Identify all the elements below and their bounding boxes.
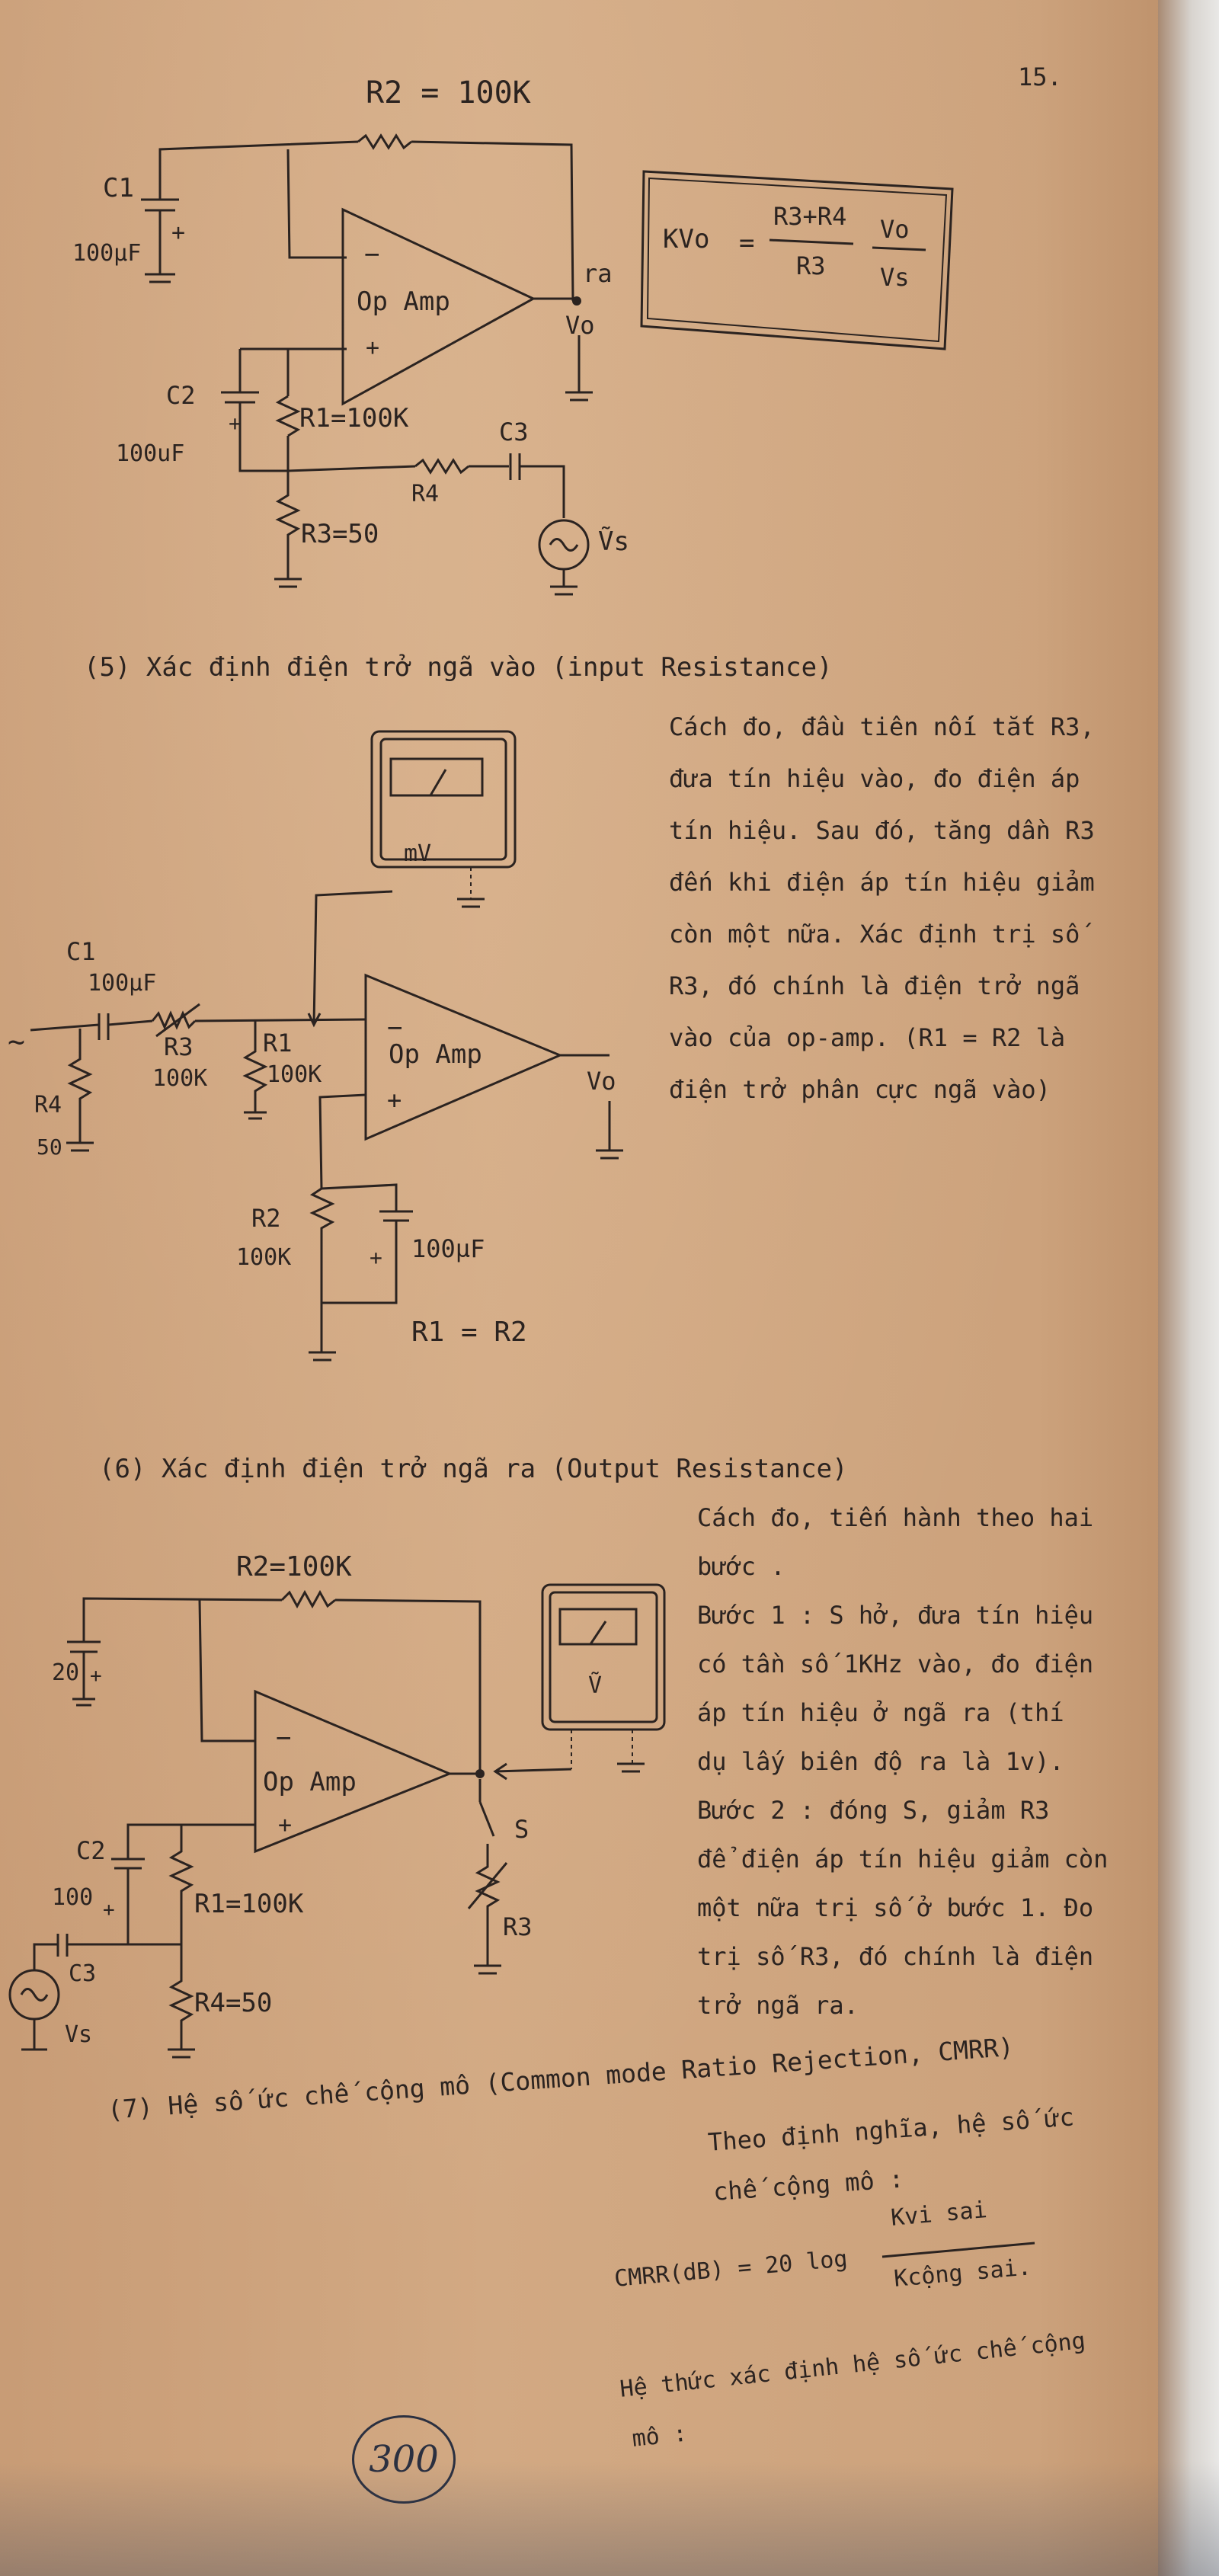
r3-value: 100K: [152, 1065, 207, 1092]
section6-line: có tần số 1KHz vào, đo điện: [697, 1650, 1094, 1678]
section6-body: Cách đo, tiến hành theo hai bước . Bước …: [697, 1493, 1108, 2030]
section5-line: điện trở phân cực ngã vào): [669, 1075, 1051, 1104]
r1-label: R1=100K: [299, 403, 409, 434]
section5-line: đưa tín hiệu vào, đo điện áp: [669, 764, 1080, 793]
meter-label: mV: [404, 840, 431, 867]
vo-label: Vo: [565, 311, 595, 340]
c1-value: 100µF: [88, 970, 156, 997]
r4-label: R4: [34, 1092, 62, 1118]
c2-plus-sign: +: [229, 411, 242, 436]
cap-plus-sign: +: [370, 1245, 382, 1270]
section6-line: Bước 2 : đóng S, giảm R3: [697, 1796, 1050, 1825]
inverting-sign: −: [276, 1723, 291, 1753]
cap-plus-sign: +: [90, 1665, 102, 1688]
vo-label: Vo: [587, 1067, 616, 1096]
r1-value: 100K: [267, 1061, 322, 1088]
section6-line: trị số R3, đó chính là điện: [697, 1942, 1094, 1971]
r4-label: R4=50: [194, 1988, 272, 2018]
cap-value: 100µF: [411, 1234, 485, 1263]
opamp-label: Op Amp: [263, 1767, 357, 1797]
c3-label: C3: [69, 1960, 96, 1987]
r3-label: R3: [503, 1912, 533, 1941]
opamp-label: Op Amp: [357, 286, 450, 317]
cap-value: 20: [52, 1659, 79, 1686]
r3-label: R3: [164, 1032, 194, 1061]
circuit-diagram-3: Ṽ R2=100K 20 + − Op Amp + S R3 C2 100 + …: [8, 1551, 666, 2059]
section6-line: áp tín hiệu ở ngã ra (thí: [697, 1698, 1064, 1727]
section6-line: dụ lấy biên độ ra là 1v).: [697, 1747, 1064, 1776]
equals-sign: =: [739, 228, 754, 258]
c1-plus-sign: +: [171, 219, 185, 246]
section6-line: trở ngã ra.: [697, 1991, 859, 2020]
gain-symbol: KVo: [663, 224, 709, 254]
c2-plus-sign: +: [103, 1899, 115, 1922]
section5-title: (5) Xác định điện trở ngã vào (input Res…: [84, 652, 833, 683]
inverting-sign: −: [387, 1013, 402, 1043]
r4-value: 50: [37, 1134, 62, 1160]
gain-numerator: R3+R4: [773, 202, 846, 231]
switch-label: S: [514, 1815, 529, 1844]
opamp-label: Op Amp: [389, 1039, 482, 1070]
ra-label: ra: [583, 259, 613, 288]
section5-line: đến khi điện áp tín hiệu giảm: [669, 868, 1095, 897]
noninverting-sign: +: [278, 1812, 292, 1838]
noninverting-sign: +: [366, 334, 379, 361]
section5-line: R3, đó chính là điện trở ngã: [669, 971, 1080, 1000]
inverting-sign: −: [364, 239, 379, 270]
section7-line4: mô :: [630, 2420, 689, 2453]
c2-label: C2: [76, 1836, 106, 1865]
section5-line: vào của op-amp. (R1 = R2 là: [669, 1023, 1066, 1052]
section5-line: tín hiệu. Sau đó, tăng dần R3: [669, 816, 1095, 845]
r3-label: R3=50: [301, 519, 379, 549]
section6-line: Cách đo, tiến hành theo hai: [697, 1503, 1094, 1532]
cmrr-fraction-bar: [881, 2242, 1035, 2258]
section5-line: Cách đo, đầu tiên nối tắt R3,: [669, 712, 1095, 741]
r1-label: R1=100K: [194, 1889, 304, 1919]
gain-denominator: R3: [796, 251, 826, 280]
section6-line: một nữa trị số ở bước 1. Đo: [697, 1893, 1094, 1922]
r1-label: R1: [263, 1029, 293, 1058]
c2-label: C2: [166, 381, 196, 410]
bottom-shadow: [0, 2462, 1219, 2576]
vs-label: Vs: [65, 2021, 92, 2048]
section6-line: Bước 1 : S hở, đưa tín hiệu: [697, 1601, 1094, 1630]
page-edge: [1158, 0, 1219, 2576]
circuit-diagram-2: mV ~ C1 100µF R3 100K R1 100K Op Amp − +…: [8, 730, 623, 1362]
section6-title: (6) Xác định điện trở ngã ra (Output Res…: [99, 1454, 848, 1484]
c2-value: 100: [52, 1884, 93, 1911]
r4-label: R4: [411, 481, 439, 507]
c1-label: C1: [66, 937, 96, 966]
section6-line: để điện áp tín hiệu giảm còn: [697, 1845, 1109, 1874]
r2-label: R2 = 100K: [366, 75, 531, 110]
section5-line: còn một nữa. Xác định trị số: [669, 920, 1080, 949]
r2-label: R2: [251, 1204, 281, 1233]
section5-body: Cách đo, đầu tiên nối tắt R3, đưa tín hi…: [669, 701, 1095, 1115]
section6-line: bước .: [697, 1552, 785, 1581]
vs-label: Ṽs: [598, 526, 629, 557]
ratio-numerator: Vo: [880, 215, 910, 244]
c3-label: C3: [499, 418, 529, 446]
ratio-denominator: Vs: [880, 263, 910, 292]
page-number: 15.: [1018, 62, 1062, 91]
noninverting-sign: +: [387, 1086, 402, 1115]
meter-label: Ṽ: [588, 1672, 602, 1699]
r2-label: R2=100K: [236, 1551, 352, 1582]
c2-value: 100uF: [116, 440, 184, 467]
source-symbol: ~: [8, 1025, 25, 1058]
bias-equality: R1 = R2: [411, 1317, 527, 1348]
c1-label: C1: [103, 173, 134, 203]
r2-value: 100K: [236, 1244, 291, 1271]
formula-box-gain: KVo = R3+R4 R3 Vo Vs: [640, 170, 954, 350]
c1-value: 100µF: [72, 240, 141, 267]
circuit-diagram-1: R2 = 100K C1 100µF + − Op Amp + ra Vo C2…: [72, 75, 629, 596]
handwritten-page-number: 300: [352, 2415, 456, 2504]
